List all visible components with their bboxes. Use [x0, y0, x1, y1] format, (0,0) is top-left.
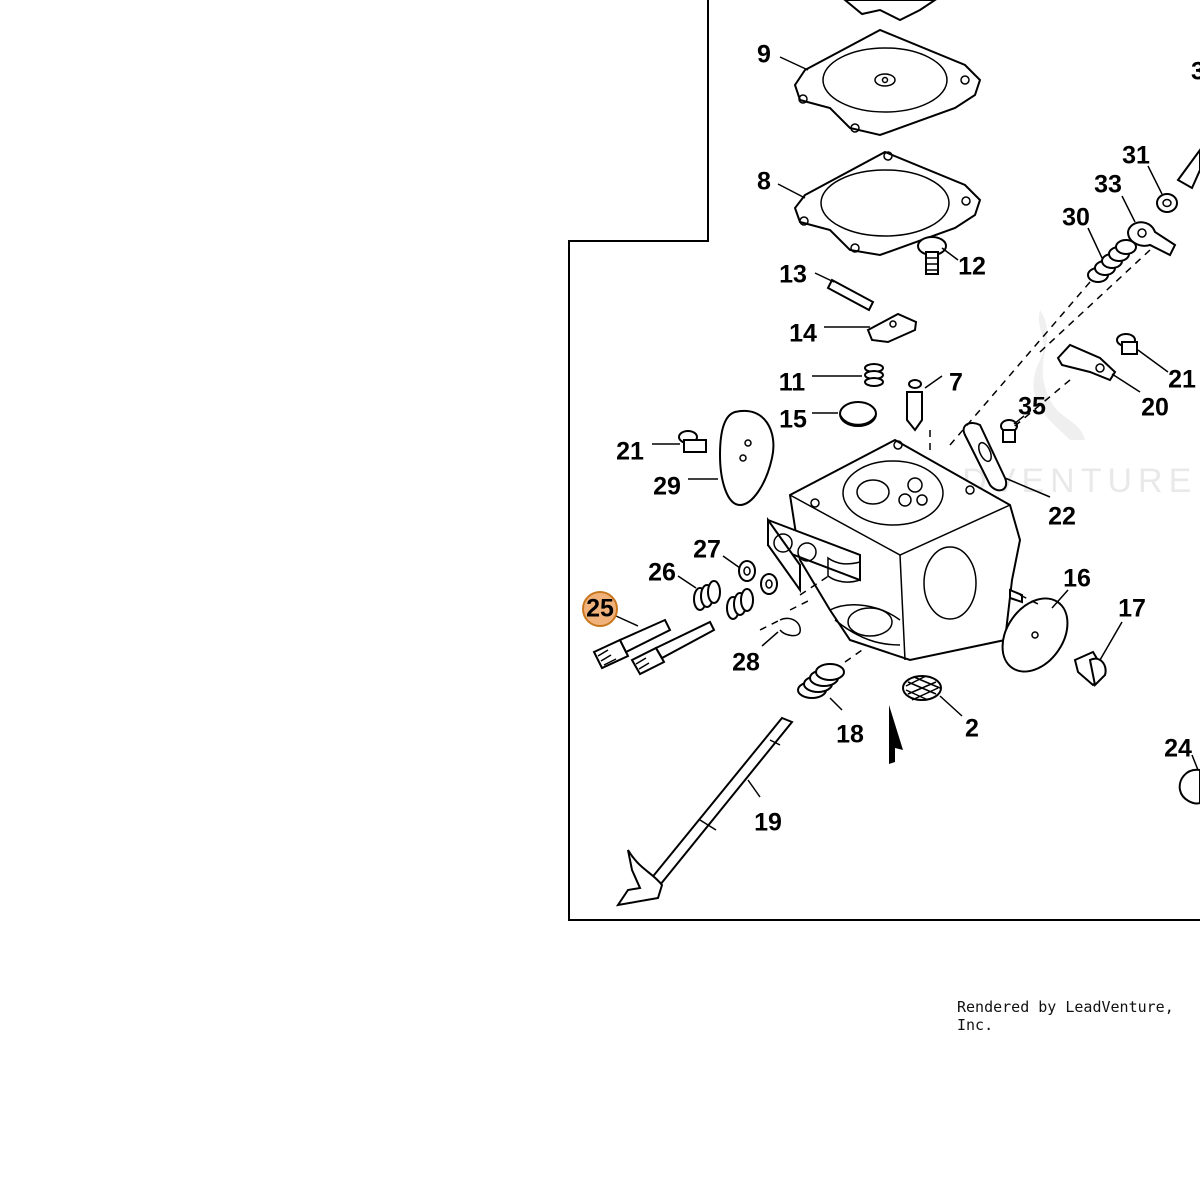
callout-26[interactable]: 26 — [648, 559, 676, 587]
callout-31[interactable]: 31 — [1122, 142, 1150, 170]
part-25-adjusting-screws — [592, 618, 716, 676]
callout-9[interactable]: 9 — [757, 41, 771, 69]
part-13-pin — [826, 278, 875, 312]
callout-35[interactable]: 35 — [1018, 393, 1046, 421]
part-14-lever — [866, 312, 918, 344]
part-8-gasket — [793, 150, 982, 257]
callout-21[interactable]: 21 — [1168, 366, 1196, 394]
part-7-needle — [906, 379, 923, 432]
callout-3[interactable]: 3 — [1191, 58, 1200, 86]
part-21-screw-right — [1116, 333, 1138, 355]
part-26-springs — [693, 580, 754, 620]
callout-7[interactable]: 7 — [949, 369, 963, 397]
callout-12[interactable]: 12 — [958, 253, 986, 281]
part-3-shaft-partial — [1176, 148, 1200, 190]
part-15-plug — [839, 401, 877, 427]
part-11-spring — [864, 363, 884, 387]
part-24-cap-partial — [1178, 768, 1200, 805]
callout-13[interactable]: 13 — [779, 261, 807, 289]
callout-11[interactable]: 11 — [779, 369, 806, 397]
carburetor-body — [767, 438, 1023, 662]
callout-20[interactable]: 20 — [1141, 394, 1169, 422]
callout-labels: 9 8 13 12 14 11 7 15 21 29 27 26 25 28 18 2 19 16 17 22 35 20… — [586, 41, 1200, 837]
leader-lines — [615, 56, 1199, 798]
callout-14[interactable]: 14 — [789, 320, 817, 348]
callout-30[interactable]: 30 — [1062, 204, 1090, 232]
callout-19[interactable]: 19 — [754, 809, 782, 837]
callout-25-highlight[interactable] — [582, 591, 618, 627]
callout-18[interactable]: 18 — [836, 721, 864, 749]
part-33-plate — [1126, 221, 1177, 257]
diagram-frame — [568, 0, 1200, 921]
callout-24[interactable]: 24 — [1164, 735, 1192, 763]
part-29-throttle-plate — [718, 409, 775, 507]
callout-8[interactable]: 8 — [757, 168, 771, 196]
callout-15[interactable]: 15 — [779, 406, 807, 434]
callout-29[interactable]: 29 — [653, 473, 681, 501]
part-19-throttle-shaft — [615, 716, 794, 907]
callout-17[interactable]: 17 — [1118, 595, 1146, 623]
part-21-screw-left — [678, 430, 707, 453]
part-30-spring — [1087, 239, 1137, 283]
callout-22[interactable]: 22 — [1048, 503, 1076, 531]
footer-credit: Rendered by LeadVenture, Inc. — [957, 998, 1174, 1034]
callout-21[interactable]: 21 — [616, 438, 644, 466]
part-12-screw — [917, 236, 947, 275]
callout-25[interactable]: 25 — [586, 595, 614, 623]
part-20-lever — [1056, 343, 1117, 382]
part-9-diaphragm — [793, 28, 982, 137]
assembly-lines — [759, 249, 1151, 663]
callout-28[interactable]: 28 — [732, 649, 760, 677]
callout-27[interactable]: 27 — [693, 536, 721, 564]
gasket-top-partial — [843, 0, 937, 22]
part-27-washers — [738, 560, 778, 595]
callout-33[interactable]: 33 — [1094, 171, 1122, 199]
part-18-spring — [797, 663, 845, 699]
part-31-washer — [1156, 193, 1178, 213]
part-35-screw — [1000, 419, 1018, 443]
callout-16[interactable]: 16 — [1063, 565, 1091, 593]
part-28-clip — [779, 617, 801, 637]
callout-2[interactable]: 2 — [965, 715, 979, 743]
part-17-screw — [1073, 650, 1107, 688]
direction-arrow — [889, 705, 903, 764]
part-2-screen — [902, 675, 942, 701]
